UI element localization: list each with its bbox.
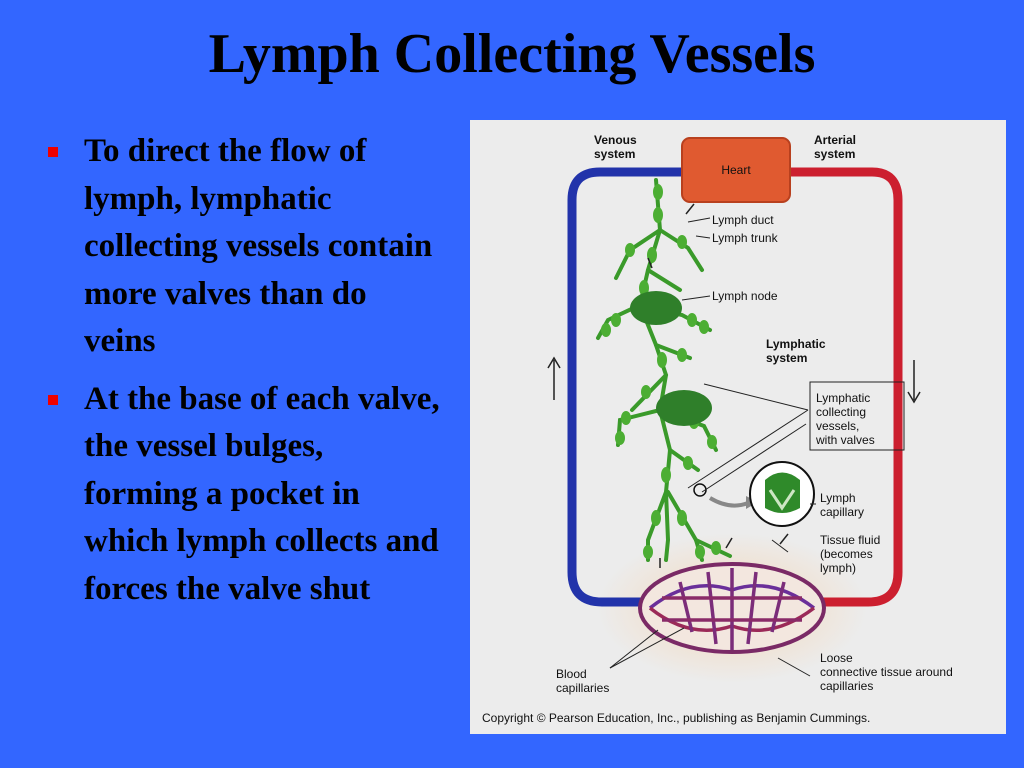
bullet-marker-icon [48,147,58,157]
capillary-network [648,568,816,650]
slide-title: Lymph Collecting Vessels [208,23,816,85]
bullet-item: At the base of each valve, the vessel bu… [44,376,444,614]
label-lymph-duct: Lymph duct [712,213,774,227]
copyright-text: Copyright © Pearson Education, Inc., pub… [482,711,870,725]
label-leaders [609,217,816,677]
bullet-text: To direct the flow of lymph, lymphatic c… [84,133,433,359]
vein-vessel [567,167,682,607]
label-heart: Heart [721,163,751,177]
lymph-node-upper [630,291,682,325]
artery-vessel [790,167,903,607]
label-lymph-trunk: Lymph trunk [712,231,779,245]
bullet-marker-icon [48,394,58,405]
magnified-valve-shape [765,472,800,513]
bullet-item: To direct the flow of lymph, lymphatic c… [44,128,444,366]
heart-shape [681,137,791,203]
valve-focus-circle [693,483,707,497]
bullet-list: To direct the flow of lymph, lymphatic c… [44,128,444,623]
label-lymph-node: Lymph node [712,289,778,303]
magnify-arrow-icon [708,496,749,508]
lymph-node-lower [656,390,712,426]
bullet-text: At the base of each valve, the vessel bu… [84,380,440,607]
flow-arrows [547,203,921,568]
collecting-vessels-label-box [809,381,905,451]
lymphatic-vessels [596,178,732,562]
